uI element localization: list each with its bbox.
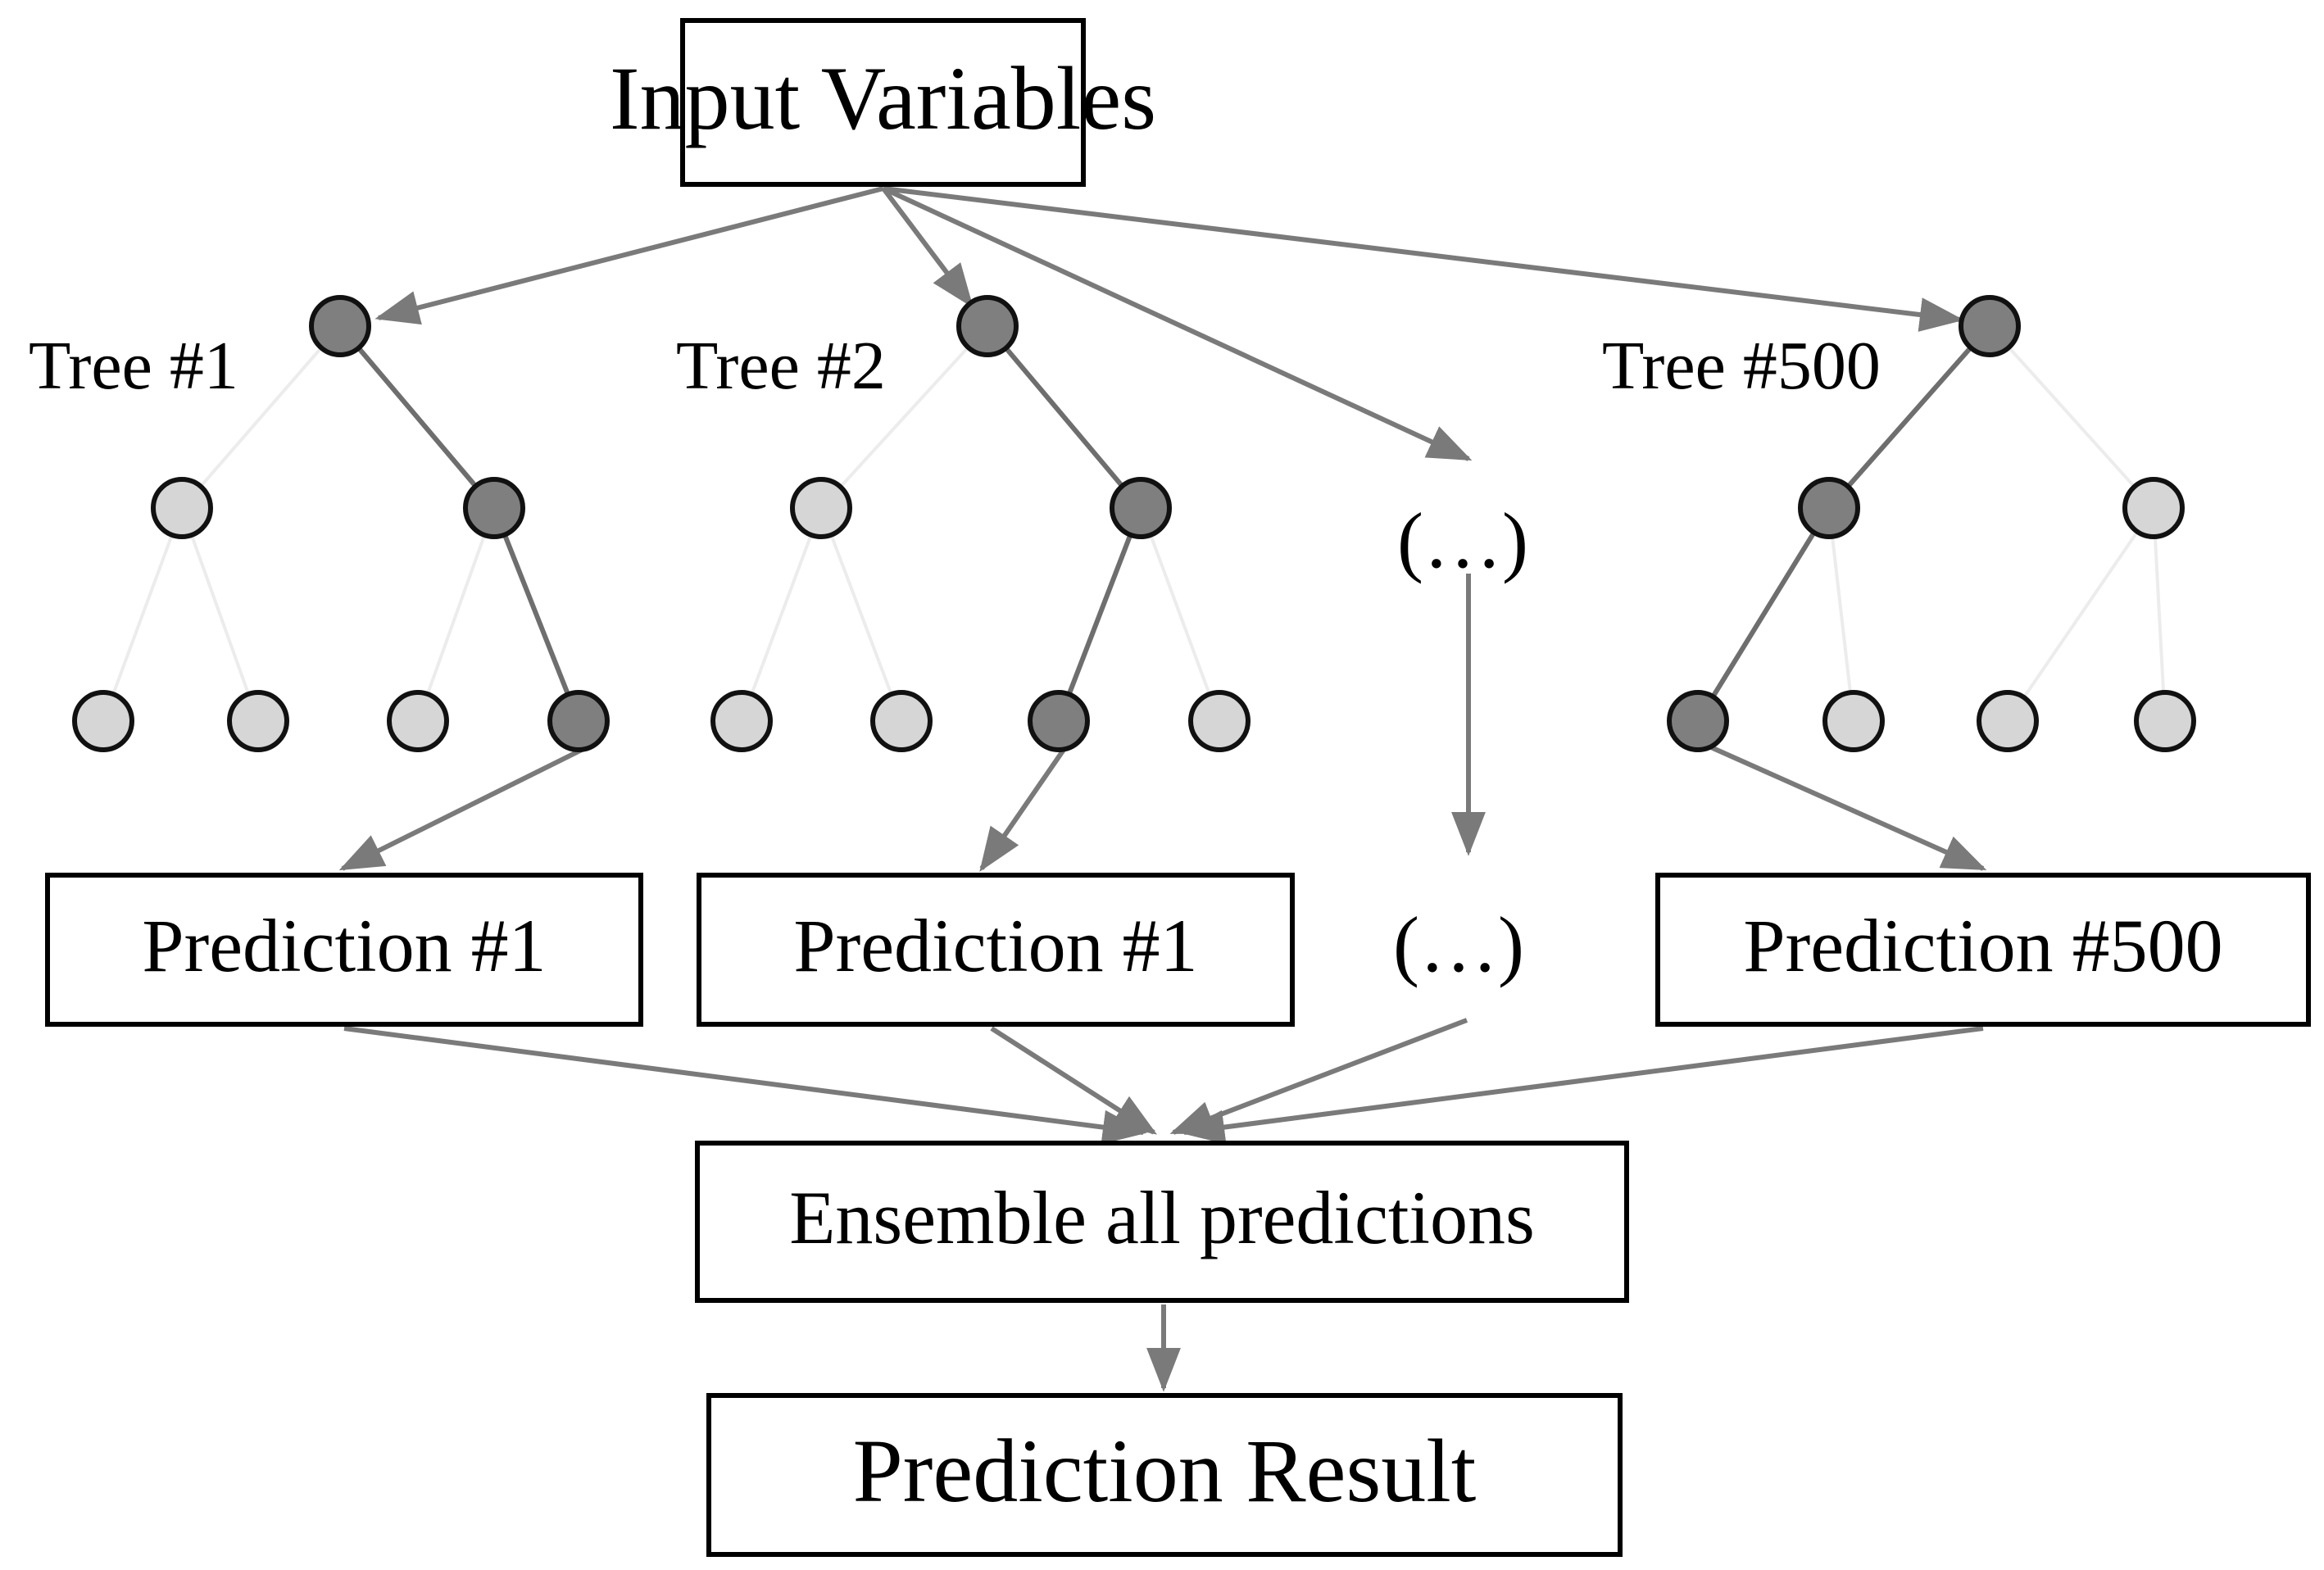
tree-edge-tree-1-internal-l-leaf-1 [102, 507, 184, 722]
tree-node-tree-500-internal-r[interactable] [2122, 477, 2185, 539]
tree-node-tree-2-internal-r[interactable] [1110, 477, 1172, 539]
ensemble-box[interactable]: Ensemble all predictions [695, 1141, 1629, 1303]
tree-node-tree-1-internal-l[interactable] [151, 477, 213, 539]
tree-edge-tree-1-root-internal-r [338, 324, 497, 510]
arrow-prediction-1-to-ensemble [343, 1026, 1147, 1145]
tree-edge-tree-500-internal-l-leaf-1 [1695, 506, 1832, 723]
arrow-input-to-tree-1 [374, 186, 884, 325]
tree-node-tree-2-leaf-2[interactable] [870, 690, 933, 752]
tree-edge-tree-1-internal-r-leaf-4 [492, 506, 581, 723]
tree-node-tree-500-root[interactable] [1959, 295, 2021, 357]
arrow-tree-1-leaf-to-prediction-1 [338, 745, 588, 871]
tree-node-tree-2-internal-l[interactable] [790, 477, 852, 539]
prediction-ellipsis-placeholder: (…) [1393, 901, 1524, 988]
prediction-2-box[interactable]: Prediction #1 [697, 873, 1295, 1027]
tree-edge-tree-500-root-internal-r [1988, 324, 2155, 510]
tree-edge-tree-2-internal-l-leaf-2 [819, 507, 903, 722]
tree-node-tree-1-leaf-1[interactable] [72, 690, 134, 752]
tree-node-tree-1-internal-r[interactable] [463, 477, 525, 539]
arrow-input-to-tree-2 [881, 187, 974, 308]
input-variables-label: Input Variables [610, 48, 1156, 148]
tree-edge-tree-2-internal-r-leaf-3 [1056, 506, 1143, 723]
tree-node-tree-1-leaf-3[interactable] [387, 690, 449, 752]
prediction-1-label: Prediction #1 [142, 904, 547, 987]
tree-node-tree-1-leaf-4[interactable] [547, 690, 610, 752]
tree-edge-tree-500-internal-l-leaf-2 [1827, 507, 1855, 722]
ensemble-label: Ensemble all predictions [789, 1176, 1535, 1259]
tree-label-tree-2: Tree #2 [676, 328, 886, 404]
tree-label-tree-1: Tree #1 [29, 328, 238, 404]
tree-ellipsis-placeholder: (…) [1397, 497, 1528, 584]
tree-node-tree-1-root[interactable] [309, 295, 371, 357]
tree-node-tree-2-leaf-3[interactable] [1028, 690, 1090, 752]
tree-node-tree-500-leaf-1[interactable] [1667, 690, 1729, 752]
arrow-prediction-2-to-ensemble [990, 1026, 1158, 1135]
input-variables-box[interactable]: Input Variables [610, 18, 1156, 187]
tree-node-tree-500-leaf-2[interactable] [1822, 690, 1885, 752]
prediction-result-label: Prediction Result [852, 1421, 1477, 1521]
tree-edge-tree-500-internal-r-leaf-4 [2152, 507, 2167, 722]
arrow-input-to-tree-500 [883, 186, 1964, 332]
tree-edge-tree-500-internal-r-leaf-3 [2006, 506, 2155, 723]
prediction-2-label: Prediction #1 [793, 904, 1198, 987]
tree-node-tree-500-leaf-4[interactable] [2134, 690, 2196, 752]
tree-node-tree-1-leaf-2[interactable] [227, 690, 289, 752]
tree-node-tree-500-internal-l[interactable] [1798, 477, 1860, 539]
arrow-ellipsis-pred-to-ensemble [1169, 1018, 1468, 1135]
tree-edge-tree-1-internal-l-leaf-2 [180, 507, 260, 722]
tree-edge-tree-1-internal-r-leaf-3 [416, 507, 496, 722]
tree-node-tree-2-root[interactable] [956, 295, 1019, 357]
tree-edge-tree-2-internal-r-leaf-4 [1139, 507, 1221, 722]
prediction-1-box[interactable]: Prediction #1 [45, 873, 643, 1027]
tree-label-tree-500: Tree #500 [1602, 328, 1881, 404]
prediction-500-label: Prediction #500 [1743, 904, 2223, 987]
tree-edge-tree-2-root-internal-r [985, 324, 1143, 510]
arrow-tree-500-leaf-to-prediction-500 [1709, 745, 1987, 871]
prediction-500-box[interactable]: Prediction #500 [1655, 873, 2311, 1027]
arrow-tree-2-leaf-to-prediction-2 [979, 746, 1068, 872]
tree-node-tree-2-leaf-1[interactable] [710, 690, 773, 752]
tree-edge-tree-2-internal-l-leaf-1 [740, 507, 823, 722]
tree-node-tree-2-leaf-4[interactable] [1188, 690, 1251, 752]
prediction-result-box[interactable]: Prediction Result [706, 1393, 1623, 1557]
arrow-prediction-500-to-ensemble [1180, 1026, 1984, 1145]
tree-node-tree-500-leaf-3[interactable] [1977, 690, 2039, 752]
